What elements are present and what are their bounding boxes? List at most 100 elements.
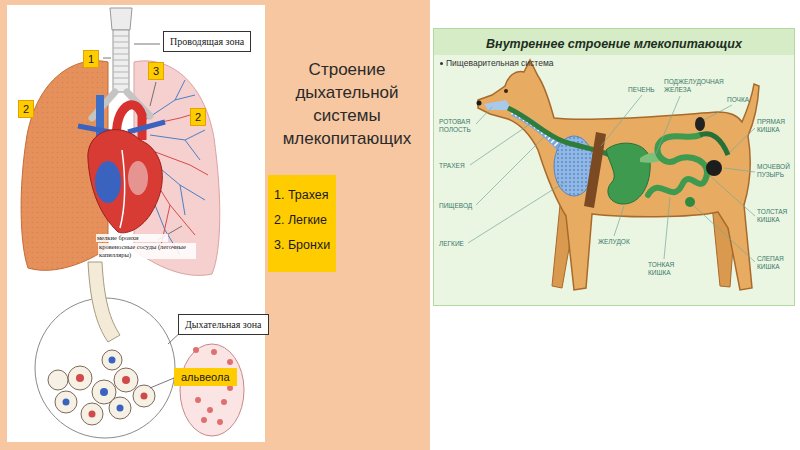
organ-label: ТРАХЕЯ: [439, 162, 473, 170]
heart-chamber: [128, 161, 148, 195]
figure-part: [614, 206, 624, 236]
figure-part: [134, 44, 160, 45]
box-text: 3. Бронхи: [274, 233, 330, 258]
slide-title: Строение дыхательной системы млекопитающ…: [266, 58, 428, 150]
callout-number: 2: [190, 108, 206, 126]
alveolar-sac: [180, 344, 244, 436]
figure-part: [102, 350, 122, 370]
figure-part: [141, 393, 148, 400]
alveoli-cluster: [48, 350, 155, 425]
figure-part: [114, 368, 138, 392]
rectum: [700, 134, 728, 155]
organ-label: ПОДЖЕЛУДОЧНАЯ ЖЕЛЕЗА: [664, 78, 726, 93]
capillaries: [63, 357, 148, 418]
dog-nose: [477, 101, 482, 106]
organ-label: МОЧЕВОЙ ПУЗЫРЬ: [757, 163, 793, 178]
figure-part: [48, 370, 68, 390]
heart-chamber: [95, 161, 121, 203]
figure-label: мелкие бронхи: [96, 234, 168, 242]
organ-label: ЖЕЛУДОК: [598, 238, 634, 246]
box-text: 2: [23, 102, 29, 116]
box-text: Дыхательная зона: [185, 318, 262, 331]
organ-label: ТОНКАЯ КИШКА: [648, 261, 684, 276]
callout-box: альвеола: [174, 368, 237, 386]
figure-part: [730, 128, 755, 152]
peach-panel: [0, 0, 430, 450]
heart: [88, 130, 163, 233]
organ-label: ЛЕГКИЕ: [439, 240, 469, 248]
small-intestine: [648, 135, 707, 195]
figure-part: [81, 403, 103, 425]
zone-box: Проводящая зона: [163, 31, 251, 52]
figure-part: [89, 411, 96, 418]
figure-part: [227, 359, 233, 365]
bronchiole: [88, 262, 120, 342]
figure-part: [133, 385, 155, 407]
figure-part: [201, 417, 207, 423]
figure-part: [704, 105, 732, 120]
bladder: [706, 160, 722, 176]
box-text: 2: [195, 110, 201, 124]
organ-label: ПЕЧЕНЬ: [628, 86, 664, 94]
leader-lines: [468, 95, 755, 262]
leader-lines: [103, 44, 183, 388]
callout-number: 2: [18, 100, 34, 118]
figure-part: [122, 376, 130, 384]
organ-label: РОТОВАЯ ПОЛОСТЬ: [439, 118, 475, 133]
white-ground: [430, 0, 800, 450]
figure-part: [193, 347, 199, 353]
box-text: альвеола: [181, 370, 230, 384]
organ-label: ПОЧКА: [727, 96, 755, 104]
figure-part: [55, 391, 77, 413]
figure-part: [207, 407, 213, 413]
bullet-dot: [440, 62, 443, 65]
heart-septum: [120, 150, 125, 228]
figure-part: [150, 378, 174, 388]
heading-band: [434, 29, 794, 55]
figure-part: [470, 124, 530, 165]
figure-part: [117, 405, 124, 412]
kidney: [695, 117, 705, 131]
figure-part: [710, 176, 755, 216]
organ-label: ТОЛСТАЯ КИШКА: [757, 208, 793, 223]
figure-part: [100, 388, 108, 396]
box-text: 1: [88, 52, 94, 66]
figure-part: [76, 374, 84, 382]
callout-number: 3: [148, 62, 164, 80]
callout-number: 1: [83, 50, 99, 68]
larynx: [110, 8, 132, 30]
image-ground: [7, 5, 265, 442]
figure-part: [109, 397, 131, 419]
box-text: 3: [153, 64, 159, 78]
figure-part: [476, 136, 545, 205]
box-text: Проводящая зона: [170, 35, 244, 48]
figure-part: [68, 366, 92, 390]
figure-part: [724, 168, 755, 172]
dog-body: [478, 60, 759, 290]
stomach: [606, 143, 650, 204]
figure-part: [109, 357, 116, 364]
bullet-text: Пищеварительная система: [446, 58, 553, 68]
organ-label: ПРЯМАЯ КИШКА: [757, 118, 793, 133]
figure-part: [601, 95, 642, 146]
figure-part: [664, 197, 670, 259]
dog-eye: [504, 89, 508, 93]
figure-part: [103, 58, 111, 59]
figure-part: [63, 399, 70, 406]
trachea: [113, 30, 129, 92]
figure-part: [694, 206, 755, 262]
legend-list-box: 1. Трахея2. Легкие3. Бронхи: [268, 175, 336, 272]
box-text: 1. Трахея: [274, 183, 330, 208]
figure-label: кровеносные сосуды (легочные капилляры): [98, 243, 196, 259]
trachea-rings: [113, 36, 129, 84]
green-panel: [433, 28, 795, 306]
figure-part: [150, 82, 156, 106]
figure-part: [468, 182, 565, 243]
bullet-row: Пищеварительная система: [434, 55, 794, 68]
panel-heading: Внутреннее строение млекопитающих: [434, 29, 794, 55]
